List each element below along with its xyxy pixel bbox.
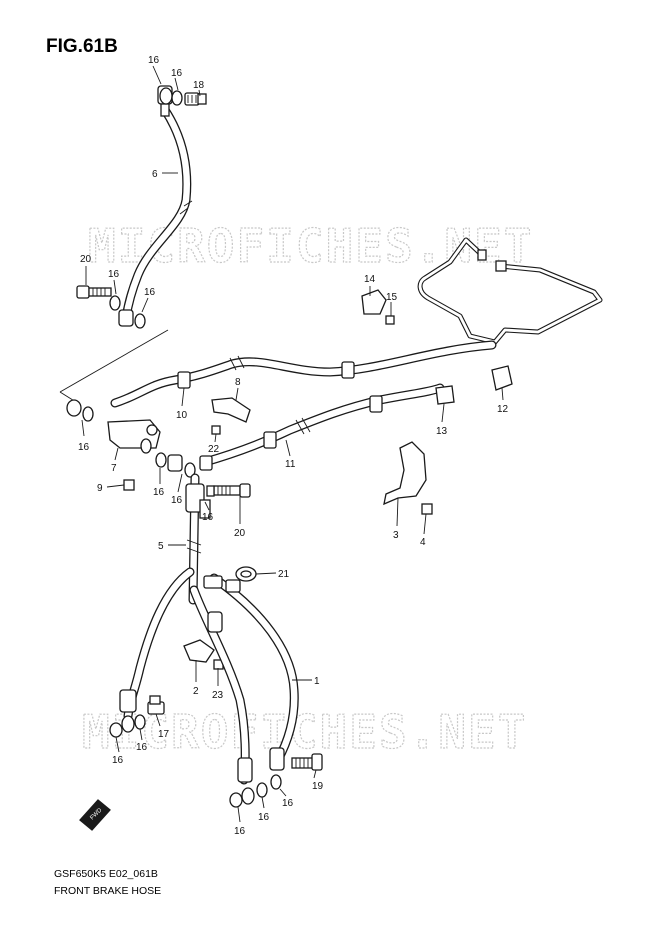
footer-name: FRONT BRAKE HOSE <box>54 885 161 897</box>
callout-label: 18 <box>193 80 205 91</box>
brake-hose-11 <box>200 383 445 467</box>
caliper-fittings-left <box>109 689 165 738</box>
clamp-21 <box>235 566 257 582</box>
leader-lines <box>81 65 504 823</box>
callout-label: 14 <box>364 274 376 285</box>
callout-label: 12 <box>497 404 509 415</box>
callout-label: 5 <box>158 541 164 552</box>
callout-label: 22 <box>208 444 220 455</box>
callout-label: 16 <box>282 798 294 809</box>
callout-label: 8 <box>235 377 241 388</box>
callout-label: 19 <box>312 781 324 792</box>
figure-title: FIG.61B <box>46 36 118 57</box>
callout-label: 10 <box>176 410 188 421</box>
banjo-fitting-lower-left <box>76 285 146 329</box>
bracket-3 <box>383 441 433 515</box>
clamp-13 <box>435 385 455 405</box>
callout-labels: 16 16 18 6 20 16 16 14 15 8 10 12 13 16 … <box>78 55 509 837</box>
callout-label: 6 <box>152 169 158 180</box>
callout-label: 16 <box>108 269 120 280</box>
callout-label: 23 <box>212 690 224 701</box>
three-way-joint-7 <box>66 399 213 491</box>
brake-hose-10 <box>110 340 497 408</box>
callout-label: 9 <box>97 483 103 494</box>
callout-label: 16 <box>171 68 183 79</box>
forward-direction-arrow: FWD <box>79 799 111 831</box>
callout-label: 16 <box>153 487 165 498</box>
callout-label: 2 <box>193 686 199 697</box>
callout-label: 15 <box>386 292 398 303</box>
callout-label: 20 <box>234 528 246 539</box>
callout-label: 16 <box>144 287 156 298</box>
bolt-20-lower <box>206 483 251 498</box>
clamp-12 <box>491 365 513 391</box>
callout-label: 16 <box>78 442 90 453</box>
callout-label: 7 <box>111 463 117 474</box>
brake-hose-6 <box>121 105 193 323</box>
bracket-2 <box>183 639 224 670</box>
callout-label: 16 <box>234 826 246 837</box>
callout-label: 21 <box>278 569 290 580</box>
callout-label: 13 <box>436 426 448 437</box>
callout-label: 16 <box>258 812 270 823</box>
callout-label: 16 <box>148 55 160 66</box>
callout-label: 4 <box>420 537 426 548</box>
callout-label: 11 <box>285 459 296 470</box>
banjo-fitting-top <box>157 85 207 117</box>
callout-label: 20 <box>80 254 92 265</box>
callout-label: 17 <box>158 729 170 740</box>
callout-label: 16 <box>112 755 124 766</box>
callout-label: 16 <box>171 495 183 506</box>
grommet-14 <box>361 289 395 325</box>
callout-label: 16 <box>136 742 148 753</box>
callout-label: 1 <box>314 676 320 687</box>
metal-brake-pipe <box>417 237 603 345</box>
clamp-8 <box>211 397 251 435</box>
frame-reference-line <box>59 329 169 393</box>
callout-label: 3 <box>393 530 399 541</box>
callout-label: 16 <box>202 512 214 523</box>
caliper-fittings-right <box>229 747 323 808</box>
footer-code: GSF650K5 E02_061B <box>54 868 158 880</box>
brake-hose-5 <box>185 473 211 605</box>
